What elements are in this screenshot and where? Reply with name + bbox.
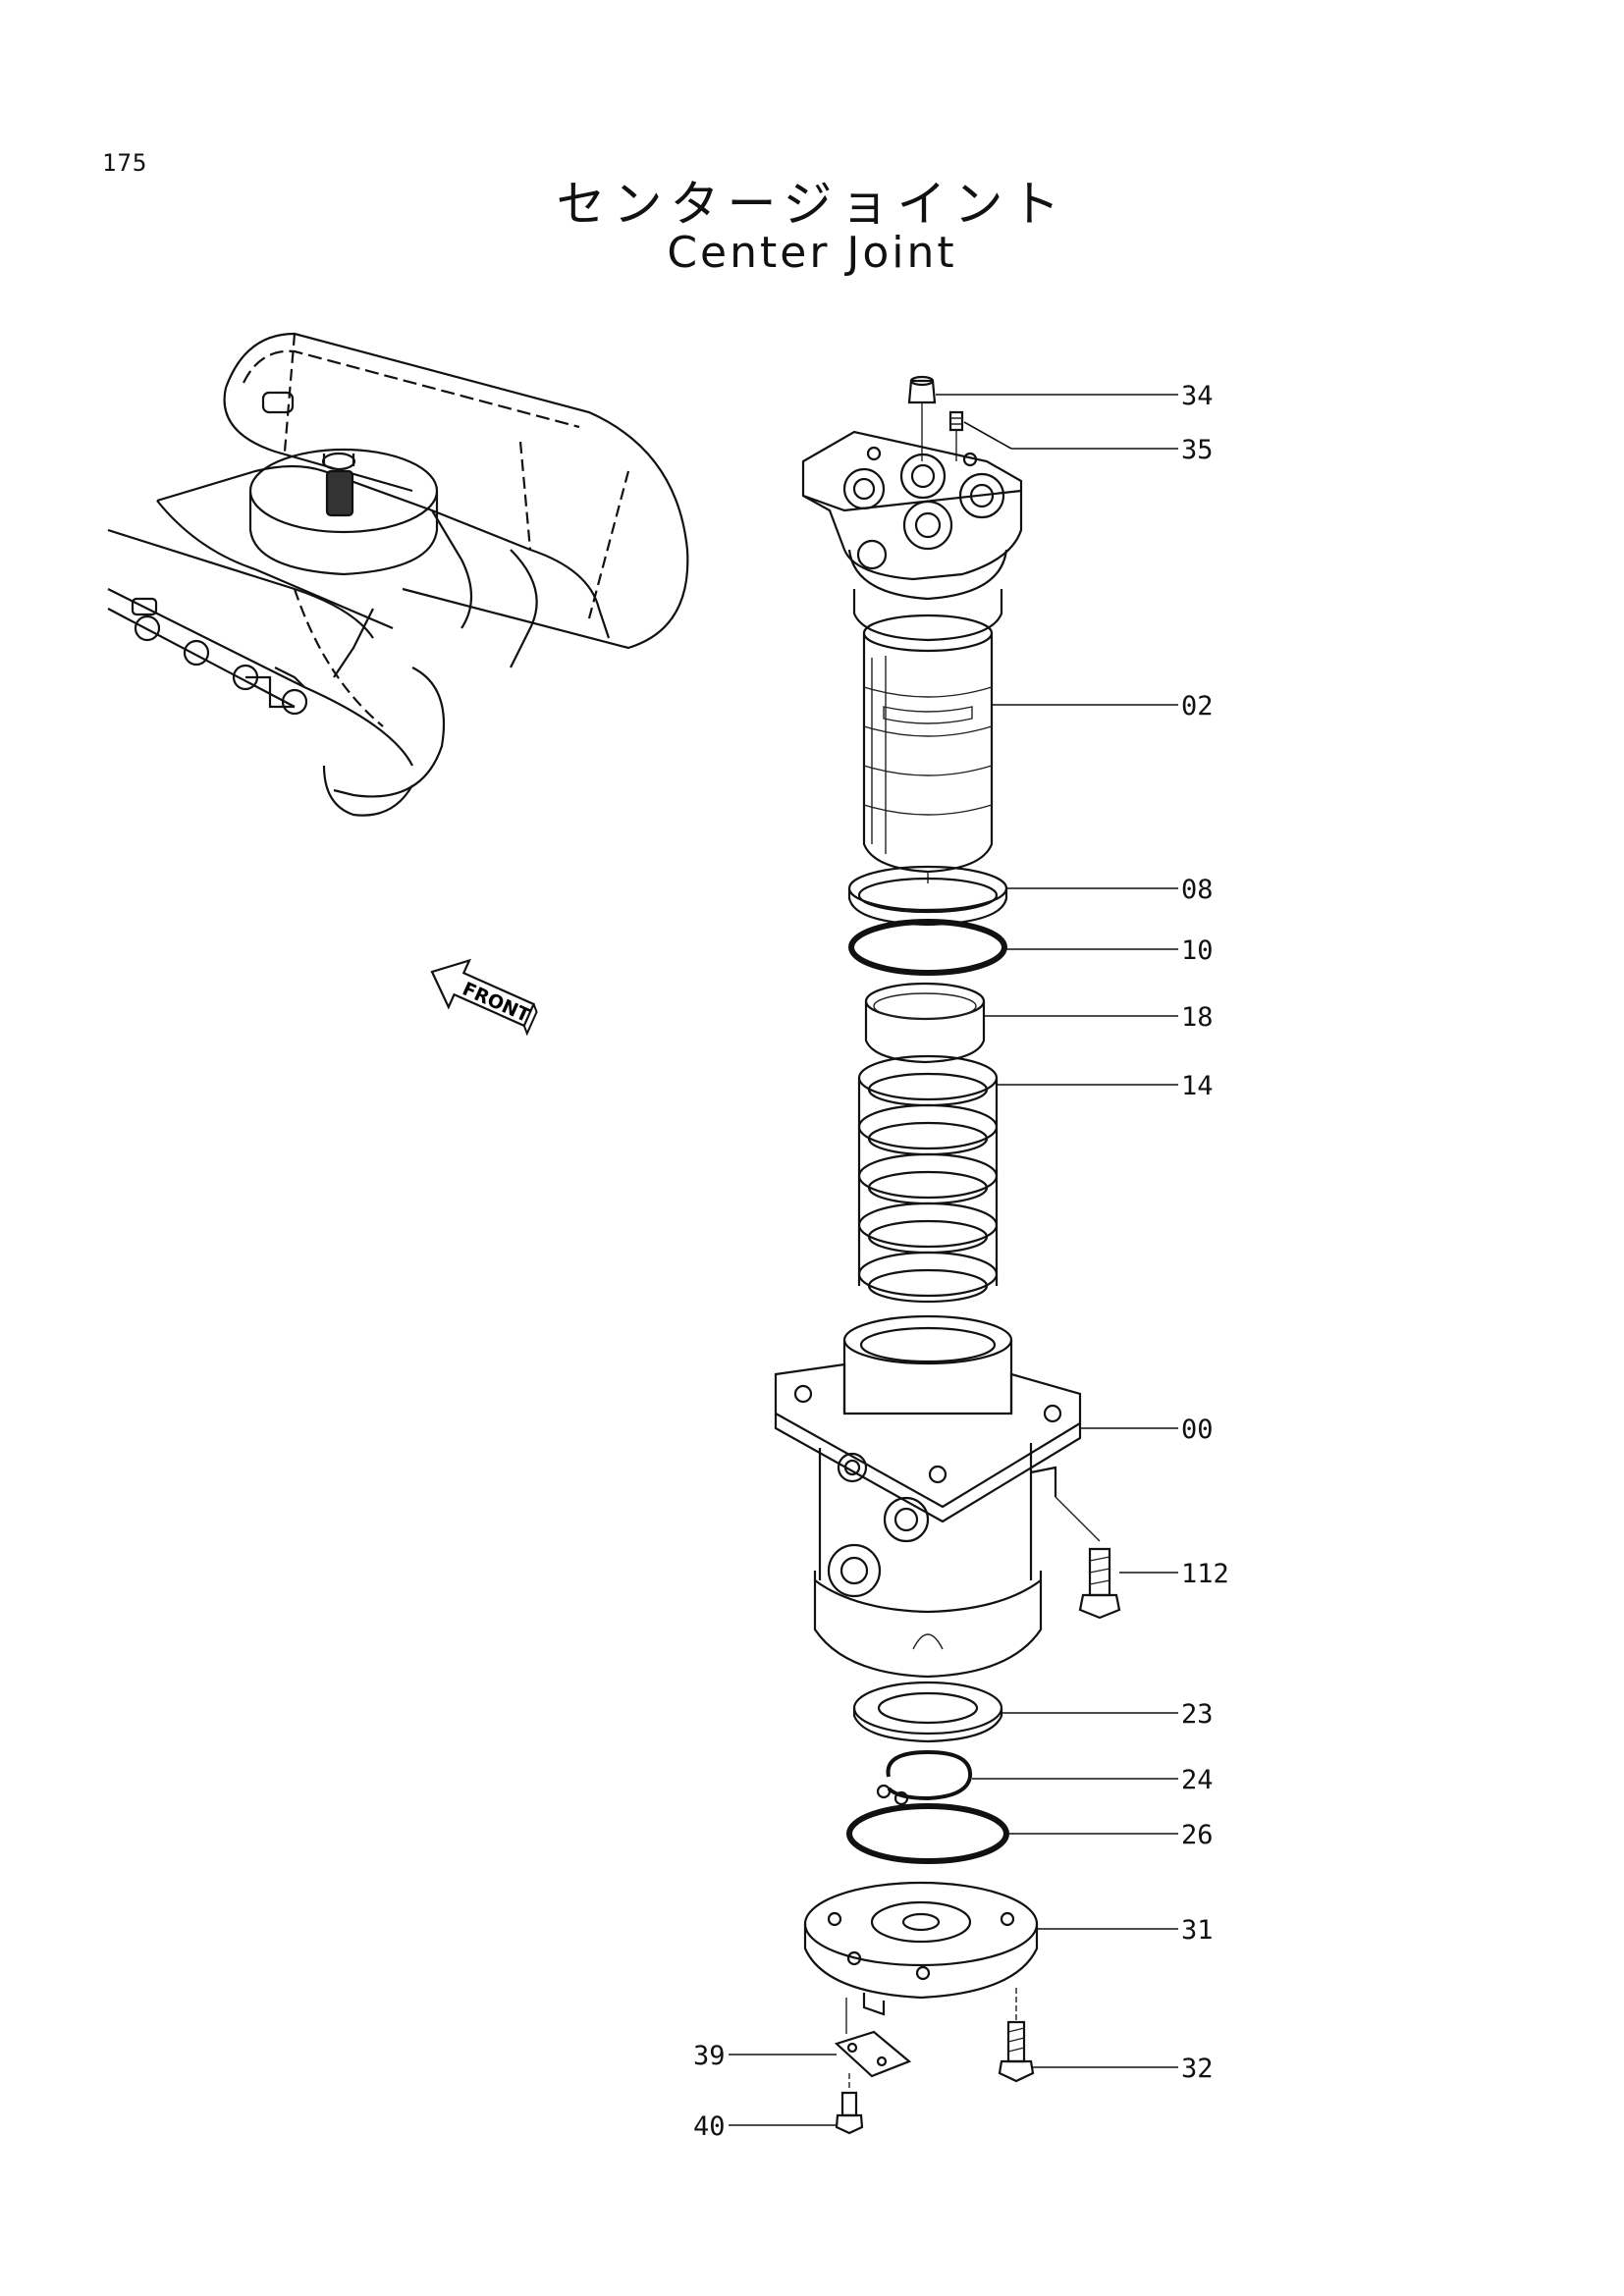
part-31-cover — [803, 1881, 1039, 2016]
part-40-bolt — [835, 2073, 864, 2135]
front-direction-arrow: FRONT — [430, 958, 538, 1037]
part-label-112: 112 — [1181, 1559, 1229, 1589]
part-35-plug — [948, 410, 964, 461]
part-label-14: 14 — [1181, 1071, 1214, 1101]
undercarriage-overview-illustration — [107, 332, 689, 817]
part-label-26: 26 — [1181, 1820, 1214, 1850]
part-18-ring — [864, 982, 986, 1064]
part-label-35: 35 — [1181, 435, 1214, 465]
part-label-00: 00 — [1181, 1415, 1214, 1445]
part-label-31: 31 — [1181, 1915, 1214, 1946]
part-label-23: 23 — [1181, 1699, 1214, 1730]
part-label-39: 39 — [693, 2041, 726, 2071]
part-14-seal-stack — [857, 1054, 999, 1304]
leader-lines — [729, 394, 1178, 2126]
page-number: 175 — [102, 149, 148, 177]
part-label-02: 02 — [1181, 691, 1214, 721]
page-title-japanese: センタージョイント — [556, 176, 1068, 233]
part-10-o-ring — [848, 919, 1007, 976]
part-label-34: 34 — [1181, 381, 1214, 411]
part-label-32: 32 — [1181, 2054, 1214, 2084]
part-label-24: 24 — [1181, 1765, 1214, 1795]
part-label-40: 40 — [693, 2111, 726, 2142]
part-label-18: 18 — [1181, 1002, 1214, 1033]
part-02-spindle — [801, 430, 1023, 883]
part-number-labels: 34 35 02 08 10 18 14 00 112 23 24 26 31 … — [693, 381, 1229, 2142]
part-32-bolt — [998, 1988, 1035, 2083]
page-title-english: Center Joint — [667, 228, 957, 278]
center-joint-exploded-view — [774, 375, 1121, 2135]
part-24-snap-ring — [876, 1749, 973, 1806]
part-23-thrust-plate — [852, 1681, 1003, 1743]
part-112-bolt — [1055, 1496, 1121, 1620]
front-arrow-label: FRONT — [460, 978, 533, 1027]
part-34-plug — [907, 375, 937, 461]
part-label-10: 10 — [1181, 935, 1214, 966]
part-39-plate — [834, 1998, 912, 2078]
part-26-o-ring — [846, 1803, 1009, 1864]
part-00-housing — [774, 1314, 1082, 1679]
part-label-08: 08 — [1181, 875, 1214, 905]
